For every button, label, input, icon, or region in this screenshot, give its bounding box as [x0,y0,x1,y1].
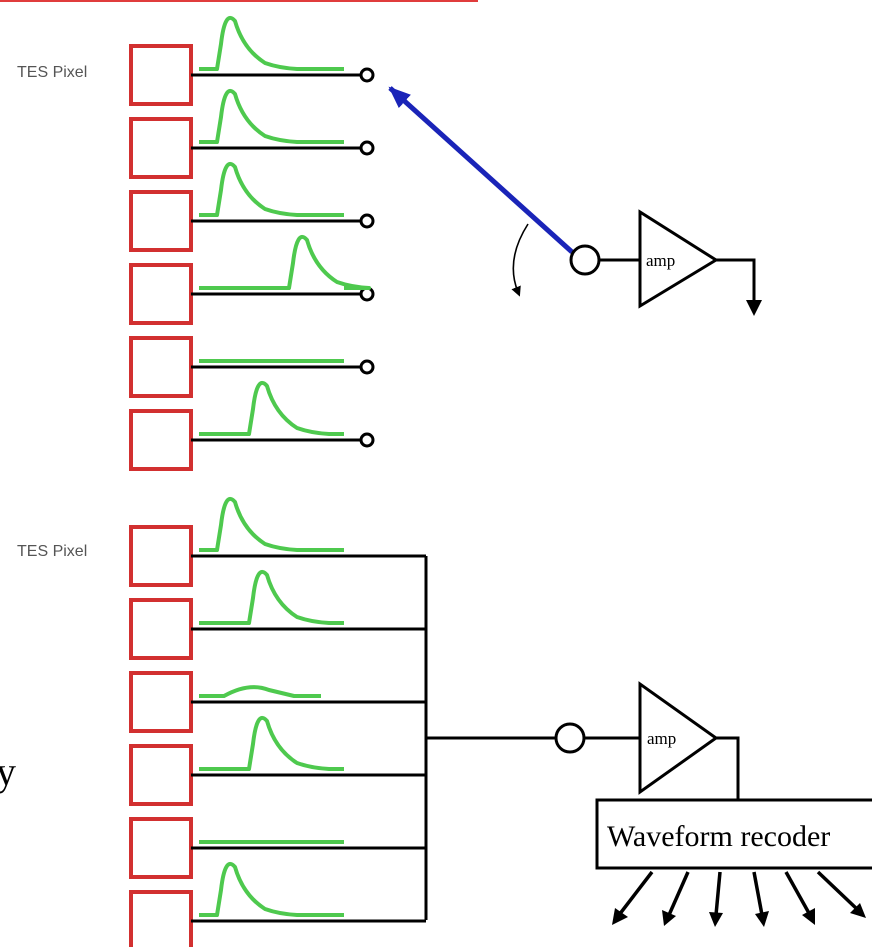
amp-top-output-wire [716,258,756,305]
tes-pixel [129,190,193,252]
tes-pixel [129,409,193,471]
switch-terminal [359,67,375,83]
switch-pivot [569,244,601,276]
output-arrow-head [709,912,723,927]
recorder-output-arrows [612,870,866,927]
output-arrow-head [755,911,769,927]
tes-pixel [129,44,193,106]
tes-pixel [129,263,193,325]
amp-top-triangle [638,209,719,309]
switch-arm [388,86,574,254]
tes-pixel [129,817,193,879]
output-arrow [714,871,722,916]
amp-bottom-triangle [638,681,719,795]
output-arrow [667,871,690,916]
tes-pixel [129,890,193,947]
tes-pixel [129,744,193,806]
switch-terminal [359,359,375,375]
switch-terminal [359,432,375,448]
pulse-waveform [199,715,344,771]
switch-terminal [359,140,375,156]
tes-pixel [129,117,193,179]
output-arrow [816,870,860,912]
pulse-waveform [199,496,344,552]
output-arrow [617,870,654,917]
top-pixel-group [129,15,375,471]
amp-top-label: amp [646,251,675,270]
pulse-waveform [199,15,344,71]
pulse-waveform [199,380,344,436]
amp-bottom-label: amp [647,729,676,748]
pulse-waveform [199,234,371,290]
pulse-waveform [199,161,344,217]
pixel-label-bottom: TES Pixel [17,543,87,560]
input-node [554,722,586,754]
pulse-waveform [199,569,344,625]
bottom-pixel-group [129,496,426,947]
pulse-waveform [199,685,321,698]
side-text-fragment: y [0,749,16,794]
amp-bottom-output-wire [716,736,740,800]
pixel-label-top: TES Pixel [17,64,87,81]
tes-pixel [129,336,193,398]
waveform-recorder-label: Waveform recoder [607,820,830,853]
waveform-recorder-box [595,798,872,870]
pulse-waveform [199,861,344,917]
output-arrow-head [850,903,866,918]
output-arrow-head [662,910,676,926]
amp-top-output-arrow [746,300,762,316]
tes-pixel [129,598,193,660]
output-arrow-head [612,908,628,925]
switch-rotation-arrow [511,223,529,297]
pulse-waveform [199,88,344,144]
output-arrow [784,871,812,916]
switch-terminal [359,213,375,229]
tes-pixel [129,671,193,733]
output-arrow [752,871,764,916]
output-arrow-head [802,908,815,925]
tes-pixel [129,525,193,587]
